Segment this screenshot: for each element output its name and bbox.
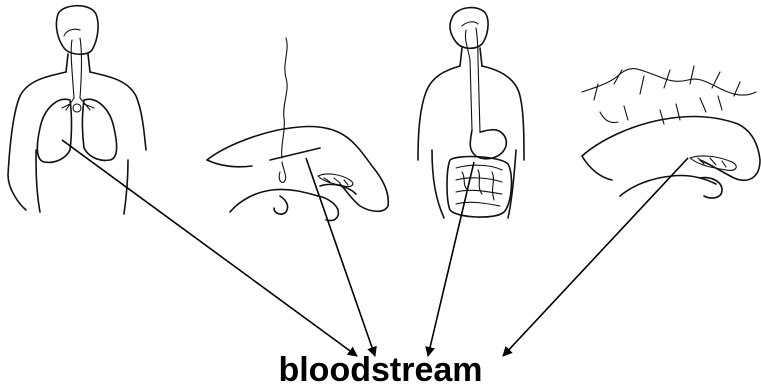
digestive-tract-icon: [418, 8, 524, 218]
bloodstream-label: bloodstream: [0, 350, 761, 390]
hand-skin-absorption-icon: [582, 66, 760, 198]
hand-puncture-icon: [207, 38, 388, 221]
arrow-skin: [503, 158, 688, 356]
lungs-inhalation-icon: [8, 6, 146, 214]
arrow-lungs: [62, 140, 357, 356]
